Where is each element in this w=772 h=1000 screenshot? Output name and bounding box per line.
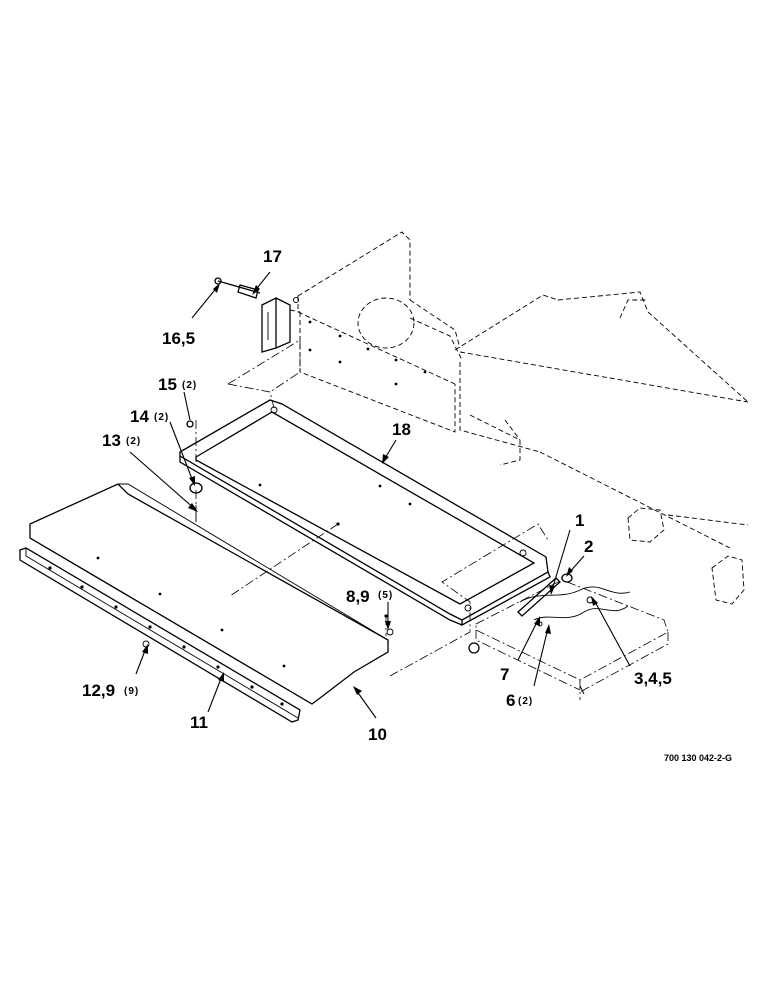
strip-part-11	[19, 547, 301, 723]
callout-labels: 17 16,5 15 (2) 14 (2) 13 (2) 18 1 2 8,9 …	[82, 247, 732, 763]
callout-13-qty: (2)	[126, 436, 141, 447]
callout-18: 18	[392, 420, 411, 439]
hinge-pin-parts	[214, 277, 300, 304]
drawing-number: 700 130 042-2-G	[664, 753, 732, 763]
lower-tray	[468, 579, 669, 700]
machine-body	[297, 231, 749, 605]
callout-14: 14	[130, 407, 149, 426]
callout-6-qty: (2)	[518, 696, 533, 707]
leader-lines	[129, 271, 631, 719]
callout-16-5: 16,5	[162, 329, 195, 348]
callout-12-9: 12,9	[82, 681, 115, 700]
callout-15: 15	[158, 375, 177, 394]
callout-11: 11	[190, 713, 208, 732]
callout-15-qty: (2)	[182, 380, 197, 391]
callout-17: 17	[263, 247, 282, 266]
callout-7: 7	[500, 665, 509, 684]
callout-3-4-5: 3,4,5	[634, 669, 672, 688]
callout-14-qty: (2)	[154, 412, 169, 423]
callout-10: 10	[368, 725, 387, 744]
callout-8-9-qty: (5)	[378, 590, 393, 601]
assembly-lines	[195, 420, 549, 677]
callout-1: 1	[575, 511, 584, 530]
callout-8-9: 8,9	[346, 587, 370, 606]
frame-part-18	[179, 399, 551, 627]
assembly-plane-upper	[227, 339, 301, 409]
callout-13: 13	[102, 431, 121, 450]
hardware-stack	[142, 420, 394, 648]
callout-6: 6	[506, 691, 515, 710]
cover-panel-part-10	[29, 483, 389, 705]
callout-2: 2	[584, 537, 593, 556]
hinge-bracket	[261, 296, 301, 353]
callout-12-9-qty: (9)	[124, 686, 139, 697]
